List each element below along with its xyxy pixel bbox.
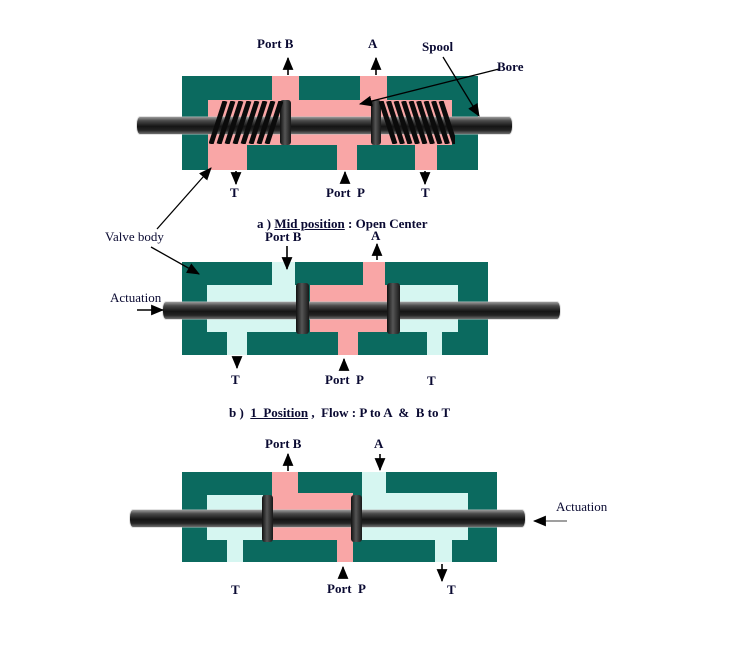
label-t-right-c: T <box>447 582 456 597</box>
port-p-channel-a <box>337 145 357 170</box>
spool-rod-c <box>130 510 525 527</box>
port-a-channel-a <box>360 76 387 100</box>
port-b-channel-c <box>272 472 298 495</box>
label-port-p-a: Port P <box>326 185 365 200</box>
port-p-channel-c <box>337 540 353 562</box>
label-port-b-c: Port B <box>265 436 302 451</box>
label-valve-body: Valve body <box>105 229 164 244</box>
caption-a-underlined: Mid position <box>274 216 345 232</box>
spool-rod-a <box>137 117 512 134</box>
spool-land-right-a <box>371 100 381 145</box>
label-bore: Bore <box>497 59 524 74</box>
label-t-left-c: T <box>231 582 240 597</box>
label-port-p-c: Port P <box>327 581 366 596</box>
spool-land-right-b <box>387 283 400 334</box>
label-port-a-c: A <box>374 436 384 451</box>
label-t-left-b: T <box>231 372 240 387</box>
label-port-a-b: A <box>371 228 381 243</box>
spool-land-left-a <box>280 100 291 145</box>
caption-a-rest: : Open Center <box>344 216 428 232</box>
caption-a: a ) Mid position : Open Center <box>244 203 427 246</box>
label-port-p-b: Port P <box>325 372 364 387</box>
port-p-channel-b <box>338 332 358 355</box>
label-port-b-b: Port B <box>265 229 302 244</box>
spring-left <box>209 101 283 144</box>
caption-a-prefix: a ) <box>257 216 275 232</box>
t-left-channel-b <box>227 332 247 355</box>
label-t-right-a: T <box>421 185 430 200</box>
label-port-a-a: A <box>368 36 378 51</box>
label-t-left-a: T <box>230 185 239 200</box>
port-b-channel-a <box>272 76 299 100</box>
spool-land-left-b <box>296 283 309 334</box>
t-left-channel-c <box>227 540 243 562</box>
t-right-channel-c <box>435 540 452 562</box>
spool-land-right-c <box>351 495 362 542</box>
spool-rod-b <box>163 302 560 319</box>
caption-b-prefix: b ) <box>229 405 251 421</box>
caption-b-underlined: 1 Position <box>250 405 309 421</box>
caption-b: b ) 1 Position , Flow : P to A & B to T <box>216 392 450 435</box>
t-right-channel-a <box>415 145 437 170</box>
spring-right <box>379 101 455 144</box>
port-a-channel-b <box>363 262 385 285</box>
label-port-b-a: Port B <box>257 36 294 51</box>
port-a-channel-c <box>362 472 386 493</box>
t-right-channel-b <box>427 332 442 355</box>
leader-valve-body-1 <box>156 167 212 230</box>
label-actuation-c: Actuation <box>556 499 608 514</box>
label-spool: Spool <box>422 39 454 54</box>
t-left-channel-a <box>208 145 247 170</box>
label-t-right-b: T <box>427 373 436 388</box>
label-actuation-b: Actuation <box>110 290 162 305</box>
caption-b-rest: , Flow : P to A & B to T <box>308 405 451 421</box>
port-b-channel-b <box>272 262 295 285</box>
spool-land-left-c <box>262 495 273 542</box>
